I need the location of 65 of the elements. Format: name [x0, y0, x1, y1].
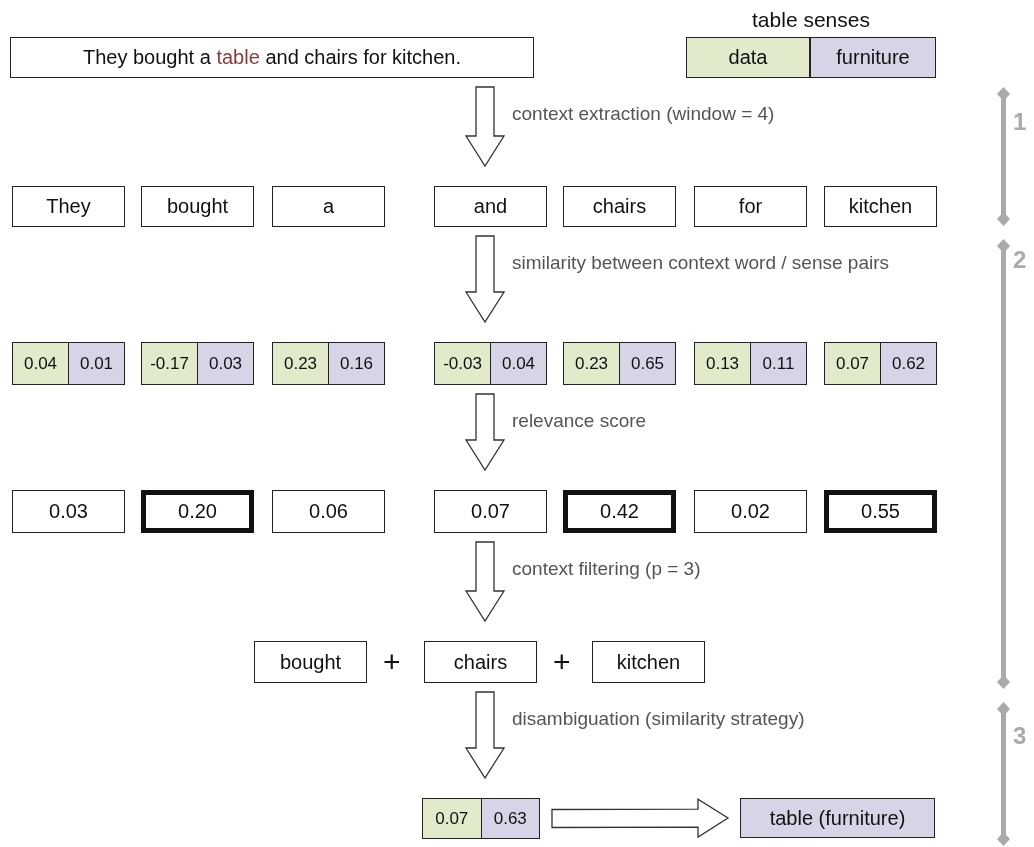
score-value: 0.11	[750, 343, 806, 384]
plus-sign: +	[553, 645, 571, 679]
score-value: 0.07	[423, 799, 481, 838]
word-box: chairs	[563, 186, 676, 227]
word-box: bought	[141, 186, 254, 227]
block-arrow	[464, 393, 506, 472]
block-arrow	[464, 235, 506, 324]
edge-label: relevance score	[512, 410, 647, 432]
edge-label: context filtering (p = 3)	[512, 558, 701, 580]
edge-label: similarity between context word / sense pairs	[512, 252, 889, 274]
word-box: chairs	[424, 641, 537, 683]
score-value: 0.07	[825, 343, 880, 384]
score-value: 0.04	[13, 343, 68, 384]
plus-sign: +	[383, 645, 401, 679]
word-box: bought	[254, 641, 367, 683]
score-pair	[272, 342, 385, 385]
sense-label: furniture	[810, 37, 936, 78]
word-box: kitchen	[592, 641, 705, 683]
score-value: 0.04	[490, 343, 546, 384]
score-pair	[12, 342, 125, 385]
score-value: 0.23	[564, 343, 619, 384]
target-word: table	[216, 46, 260, 69]
edge-label: disambiguation (similarity strategy)	[512, 708, 805, 730]
score-value: 0.13	[695, 343, 750, 384]
block-arrow	[464, 691, 506, 780]
score-pair	[694, 342, 807, 385]
word-box: a	[272, 186, 385, 227]
score-value: 0.01	[68, 343, 124, 384]
score-value: 0.63	[480, 799, 539, 838]
score-value: 0.16	[328, 343, 384, 384]
word-box: 0.55	[824, 490, 937, 533]
score-value: 0.62	[880, 343, 936, 384]
heading: table senses	[752, 8, 870, 32]
block-arrow	[464, 86, 506, 168]
word-box: table (furniture)	[740, 798, 935, 838]
edge-label: context extraction (window = 4)	[512, 103, 775, 125]
sentence-text: They bought a	[82, 46, 211, 69]
block-arrow	[551, 797, 730, 839]
word-box: for	[694, 186, 807, 227]
score-pair	[141, 342, 254, 385]
score-value: -0.17	[142, 343, 197, 384]
word-box: 0.06	[272, 490, 385, 533]
word-box: kitchen	[824, 186, 937, 227]
word-box: 0.07	[434, 490, 547, 533]
score-value: 0.23	[273, 343, 328, 384]
score-value: 0.65	[619, 343, 675, 384]
score-pair	[563, 342, 676, 385]
stage-number: 2	[1013, 246, 1027, 274]
score-pair	[824, 342, 937, 385]
stage-number: 3	[1013, 722, 1027, 750]
sentence-text: and chairs for kitchen.	[265, 46, 462, 69]
score-pair	[434, 342, 547, 385]
score-value: -0.03	[435, 343, 490, 384]
word-box: 0.42	[563, 490, 676, 533]
score-value: 0.03	[197, 343, 253, 384]
stage-number: 1	[1013, 108, 1027, 136]
sentence-box	[10, 37, 534, 78]
word-box: 0.03	[12, 490, 125, 533]
word-box: 0.20	[141, 490, 254, 533]
score-pair	[422, 798, 540, 839]
word-box: and	[434, 186, 547, 227]
word-box: 0.02	[694, 490, 807, 533]
sense-label: data	[686, 37, 810, 78]
block-arrow	[464, 541, 506, 623]
word-box: They	[12, 186, 125, 227]
